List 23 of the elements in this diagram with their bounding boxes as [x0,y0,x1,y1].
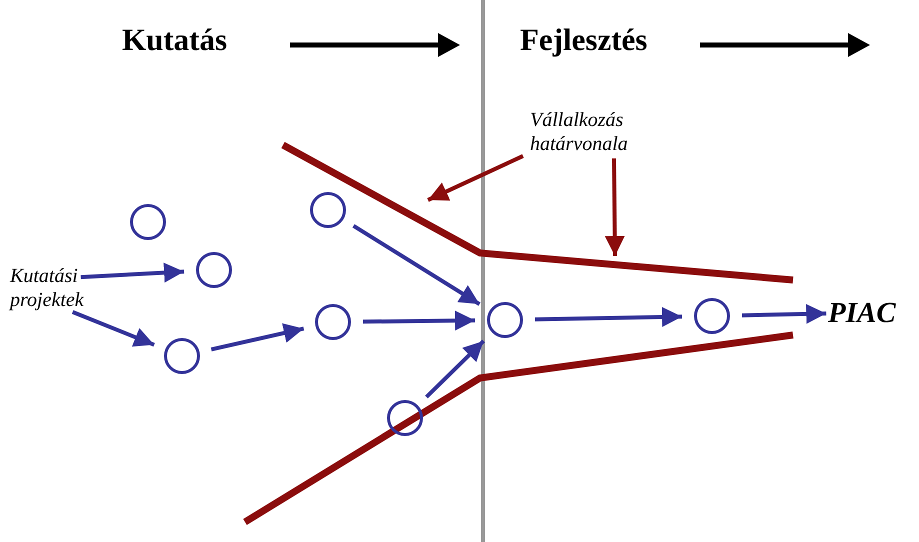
project-circle [196,252,232,288]
heading: Kutatás [122,22,228,58]
arrow [80,262,184,283]
project-circle [387,400,423,436]
node-label: Kutatási projektek [10,264,110,312]
project-circle [310,192,346,228]
node-label: PIAC [828,296,918,331]
arrow [362,310,476,331]
heading: Fejlesztés [520,22,648,58]
project-circle [487,302,523,338]
project-circle [164,338,200,374]
arrow [425,340,485,398]
callout-text: Vállalkozás határvonala [530,108,670,156]
arrow [352,224,481,306]
arrow [210,323,304,352]
arrow [604,158,625,256]
arrow [534,306,682,327]
arrow [72,310,155,347]
arrow [742,304,826,324]
project-circle [694,298,730,334]
project-circle [315,304,351,340]
project-circle [130,204,166,240]
arrow [427,154,524,202]
